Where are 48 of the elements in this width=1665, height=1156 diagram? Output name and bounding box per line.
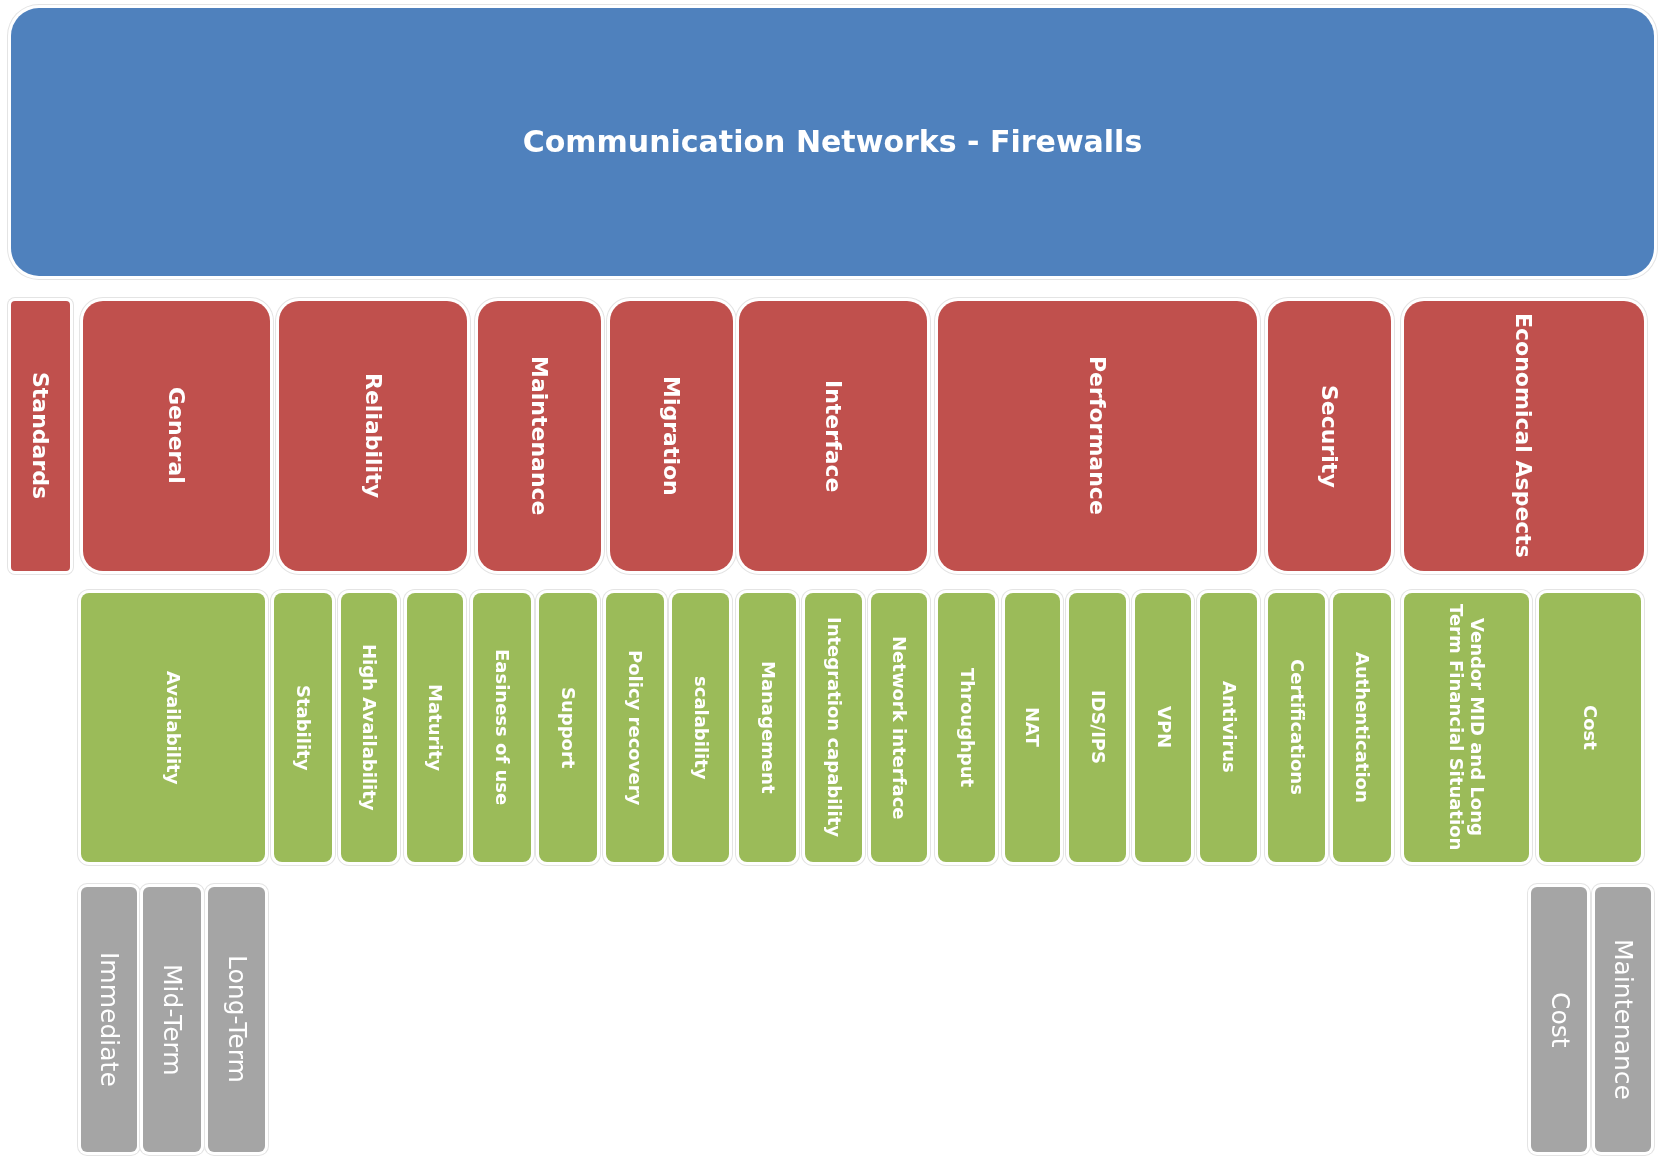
criterion-box bbox=[1403, 592, 1530, 863]
box-label: Integration capability bbox=[823, 617, 844, 838]
box-label: IDS/IPS bbox=[1087, 690, 1108, 765]
box-label: Stability bbox=[292, 684, 314, 771]
category-box bbox=[10, 300, 71, 572]
box-label: Reliability bbox=[360, 373, 386, 499]
box-label: Maintenance bbox=[526, 356, 553, 516]
box-label: Certifications bbox=[1286, 659, 1307, 796]
criterion-box bbox=[273, 592, 333, 863]
box-label: Standards bbox=[27, 372, 53, 500]
banner-label: Communication Networks - Firewalls bbox=[522, 125, 1143, 160]
box-label: Support bbox=[557, 686, 579, 769]
box-label: Performance bbox=[1084, 356, 1111, 516]
box-label: Maturity bbox=[424, 683, 446, 771]
category-box bbox=[609, 300, 733, 572]
criterion-box bbox=[1267, 592, 1326, 863]
box-label: Cost bbox=[1544, 991, 1574, 1048]
box-label: Immediate bbox=[94, 951, 124, 1087]
criterion-box bbox=[80, 592, 266, 863]
criterion-box bbox=[340, 592, 398, 863]
criterion-box bbox=[804, 592, 863, 863]
box-label: High Availability bbox=[358, 644, 380, 811]
box-label: Management bbox=[757, 661, 779, 794]
box-label: Vendor MID and Long Term Financial Situation bbox=[1445, 603, 1488, 853]
box-label: Migration bbox=[658, 376, 684, 496]
box-label: VPN bbox=[1152, 706, 1174, 749]
box-label: Network interface bbox=[888, 635, 910, 820]
category-box bbox=[937, 300, 1258, 572]
box-label: NAT bbox=[1021, 707, 1043, 748]
box-label: Security bbox=[1316, 384, 1343, 488]
criterion-box bbox=[1199, 592, 1258, 863]
box-label: Cost bbox=[1579, 704, 1600, 750]
box-label: Policy recovery bbox=[624, 649, 646, 805]
box-label: Interface bbox=[820, 379, 846, 493]
sub-criterion-box bbox=[1594, 886, 1652, 1153]
category-box bbox=[1267, 300, 1392, 572]
box-label: Maintenance bbox=[1608, 938, 1638, 1100]
box-label: Long-Term bbox=[222, 955, 252, 1084]
box-label: Availability bbox=[162, 670, 184, 785]
box-label: Economical Aspects bbox=[1511, 313, 1537, 559]
box-label: Mid-Term bbox=[157, 963, 187, 1076]
box-label: Throughput bbox=[955, 667, 977, 787]
box-label: Antivirus bbox=[1218, 681, 1239, 774]
box-label: Authentication bbox=[1351, 652, 1373, 803]
sub-criterion-box bbox=[80, 886, 137, 1153]
box-label: scalability bbox=[690, 675, 712, 780]
box-label: General bbox=[163, 387, 189, 485]
box-label: Easiness of use bbox=[491, 649, 513, 806]
